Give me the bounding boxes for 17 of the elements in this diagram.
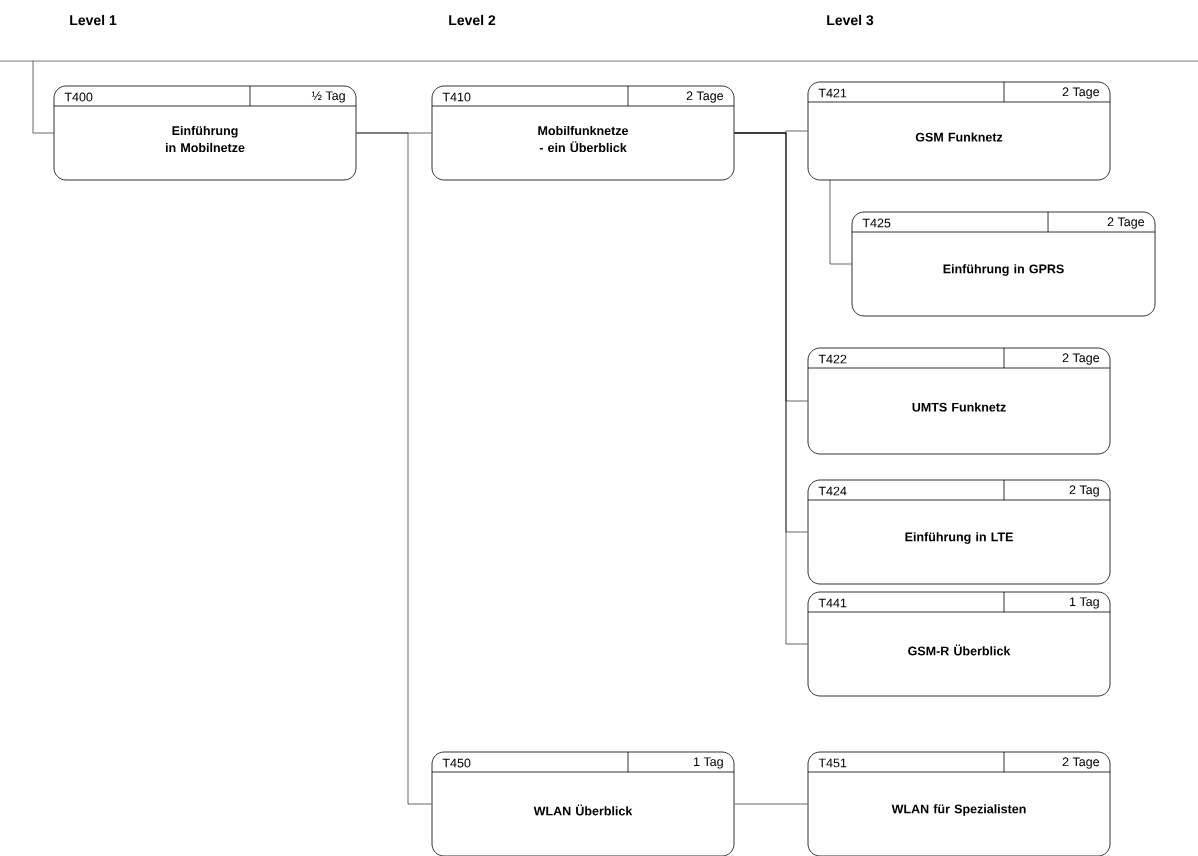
level-heading: Level 3 xyxy=(827,14,874,26)
connector-line xyxy=(829,179,852,265)
course-box: T450 1 Tag WLAN Überblick xyxy=(431,751,735,856)
connector-line xyxy=(734,132,808,645)
course-box: T410 2 Tage Mobilfunknetze - ein Überblick xyxy=(431,85,735,181)
connector-line xyxy=(32,60,54,134)
course-box: T422 2 Tage UMTS Funknetz xyxy=(807,347,1111,455)
connector-line xyxy=(734,803,808,805)
course-box: T451 2 Tage WLAN für Spezialisten xyxy=(807,751,1111,856)
connector-line xyxy=(356,132,432,805)
course-box: T425 2 Tage Einführung in GPRS xyxy=(851,211,1156,317)
level-heading: Level 1 xyxy=(70,14,117,26)
course-box: T441 1 Tag GSM-R Überblick xyxy=(807,591,1111,697)
course-box: T424 2 Tag Einführung in LTE xyxy=(807,479,1111,585)
course-box: T421 2 Tage GSM Funknetz xyxy=(807,81,1111,181)
level-heading: Level 2 xyxy=(449,14,496,26)
course-box: T400 ½ Tag Einführung in Mobilnetze xyxy=(53,85,357,181)
